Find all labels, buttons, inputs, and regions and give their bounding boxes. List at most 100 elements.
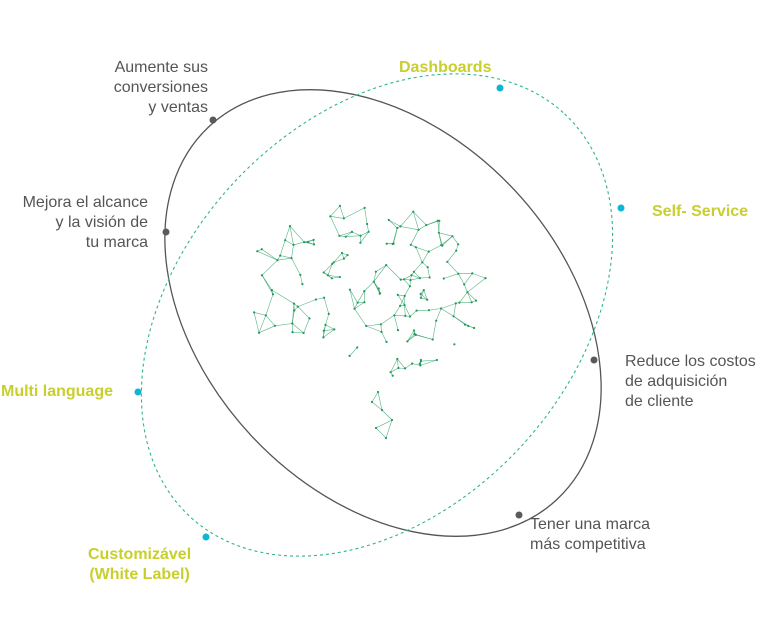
brain-edge [411,274,420,279]
brain-node [363,301,366,304]
brain-edge [375,264,387,272]
brain-edge [323,263,333,273]
label-conversions: Aumente sus conversiones y ventas [113,59,208,116]
label-dashboards: Dashboards [399,59,492,76]
brain-node [303,241,306,244]
brain-node [306,241,310,244]
brain-edge [420,359,437,366]
brain-node [350,230,354,233]
brain-node [330,277,333,280]
brain-edge [297,299,317,307]
brain-edge [297,306,310,319]
brain-node [396,329,400,332]
brain-node [333,328,336,331]
brain-node [419,296,423,299]
brain-edge [331,276,340,279]
brain-node [471,272,474,275]
brain-edge [380,324,382,332]
brain-edge [330,216,340,236]
brain-edge [381,409,393,421]
brain-node [253,311,256,314]
brain-edge [360,231,369,243]
brain-node [327,312,330,315]
brain-node [338,204,341,207]
brain-edge [349,289,355,309]
brain-node [342,217,345,220]
brain-edge [413,211,427,226]
brain-node [412,210,415,213]
brain-edge [292,310,295,324]
brain-node [425,224,428,227]
brain-edge [428,308,442,311]
brain-node [402,278,405,281]
brain-edge [390,358,398,373]
brain-edge [284,226,291,241]
dot-self-service [617,204,625,212]
brain-edge [375,419,393,429]
brain-node [453,343,456,346]
brain-edge [453,303,457,317]
brain-node [409,279,412,282]
brain-node [270,289,273,292]
brain-node [367,230,370,233]
brain-node [399,304,402,307]
brain-edge [422,262,428,268]
brain-edge [265,315,276,326]
brain-edge [467,291,477,301]
brain-edge [277,257,292,261]
brain-node [412,329,416,332]
brain-node [331,262,334,265]
brain-node [288,225,291,228]
brain-node [435,358,438,362]
brain-node [385,242,388,245]
brain-node [312,238,315,241]
brain-edge [400,226,419,231]
brain-edge [371,401,383,411]
brain-node [260,274,264,277]
brain-edge [345,235,361,237]
brain-edge [427,267,430,278]
label-multi-language: Multi language [1,383,113,400]
brain-edge [397,358,399,369]
brain-edge [388,219,398,229]
brain-node [454,302,457,305]
brain-edge [385,264,402,280]
brain-edge [323,329,335,331]
brain-edge [452,236,459,245]
brain-edge [467,292,472,303]
brain-edge [438,232,442,246]
brain-node [399,225,402,228]
brain-edge [404,286,411,297]
brain-edge [407,330,415,342]
brain-node [308,317,311,320]
brain-edge [393,227,398,244]
solid-orbit [164,89,602,537]
brain-edge [354,308,367,327]
brain-node [404,314,407,317]
brain-node [412,270,415,273]
brain-node [446,260,449,263]
brain-edge [339,205,345,219]
brain-edge [400,211,414,227]
brain-node [291,331,294,334]
brain-edge [357,290,365,303]
label-self-service: Self- Service [652,203,749,220]
brain-edge [390,367,399,373]
brain-node [452,315,455,318]
brain-node [408,285,411,288]
brain-node [301,283,304,286]
brain-edge [467,277,486,293]
brain-node [384,436,388,440]
brain-node [332,261,335,264]
brain-edge [435,308,442,321]
brain-node [344,235,347,238]
brain-edge [459,292,468,303]
brain-node [396,293,399,296]
brain-edge [375,427,387,439]
brain-edge [415,247,423,263]
brain-node [474,299,478,302]
brain-node [421,261,424,264]
brain-node [387,218,390,222]
brain-edge [403,279,411,281]
